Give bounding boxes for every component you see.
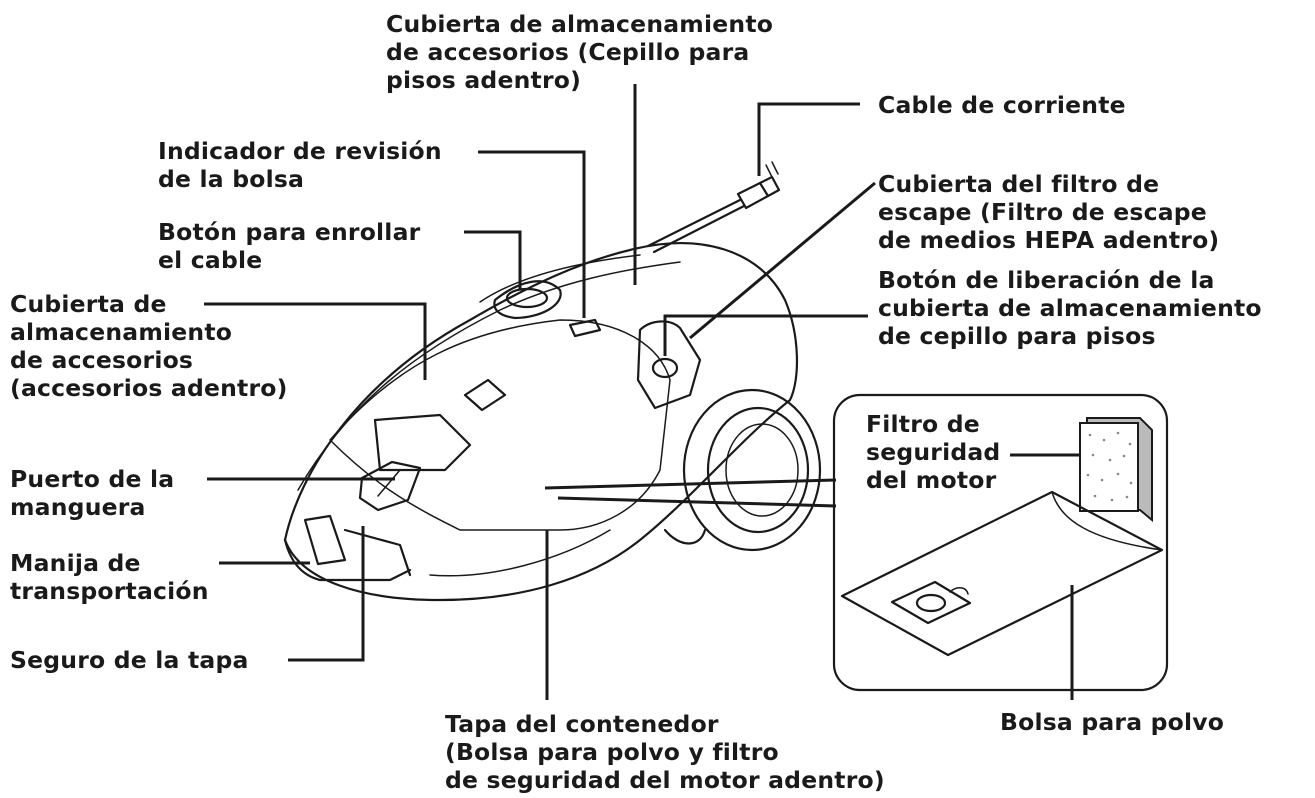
label-bag-check-indicator: Indicador de revisión de la bolsa <box>158 137 442 193</box>
label-exhaust-filter-cover: Cubierta del filtro de escape (Filtro de… <box>878 170 1220 254</box>
label-hose-port: Puerto de la manguera <box>10 465 175 521</box>
label-cord-rewind-button: Botón para enrollar el cable <box>158 218 421 274</box>
dust-bag-drawing <box>840 490 1164 657</box>
label-accessory-storage-cover: Cubierta de almacenamiento de accesorios… <box>10 290 288 402</box>
label-container-lid: Tapa del contenedor (Bolsa para polvo y … <box>445 710 885 794</box>
leader-lines <box>204 84 1080 700</box>
inset-box <box>832 393 1169 692</box>
label-motor-safety-filter: Filtro de seguridad del motor <box>866 410 1001 494</box>
label-storage-cover-floor-brush: Cubierta de almacenamiento de accesorios… <box>386 10 774 94</box>
motor-filter-drawing <box>1079 417 1153 523</box>
label-carry-handle: Manija de transportación <box>10 549 209 605</box>
vacuum-body-drawing <box>283 242 822 602</box>
label-power-cord: Cable de corriente <box>878 91 1126 119</box>
label-floor-brush-release-button: Botón de liberación de la cubierta de al… <box>878 266 1262 350</box>
label-lid-latch: Seguro de la tapa <box>10 646 249 674</box>
label-dust-bag: Bolsa para polvo <box>1000 708 1225 736</box>
